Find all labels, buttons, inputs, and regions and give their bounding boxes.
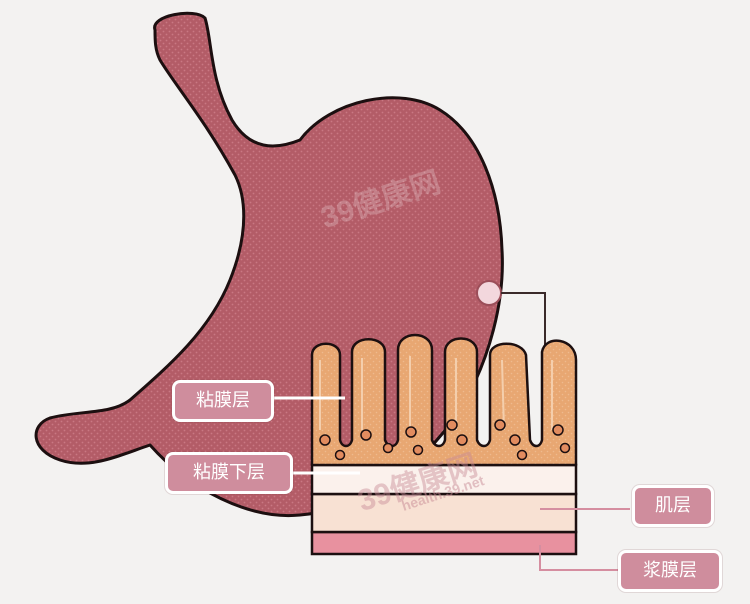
mucosa-layer: [310, 333, 578, 467]
muscle-layer-label: 肌层: [632, 485, 714, 527]
serosa-layer: [310, 530, 578, 556]
connector-line: [501, 292, 546, 345]
mucosa-label: 粘膜层: [172, 380, 274, 422]
tissue-cross-section: [310, 333, 578, 556]
submucosa-label: 粘膜下层: [165, 452, 293, 494]
muscle-layer: [310, 492, 578, 534]
label-leaders-right: [539, 508, 630, 571]
label-leaders: [265, 396, 360, 475]
serosa-label: 浆膜层: [618, 550, 722, 592]
magnify-marker: [476, 280, 502, 306]
submucosa-layer: [310, 463, 578, 496]
